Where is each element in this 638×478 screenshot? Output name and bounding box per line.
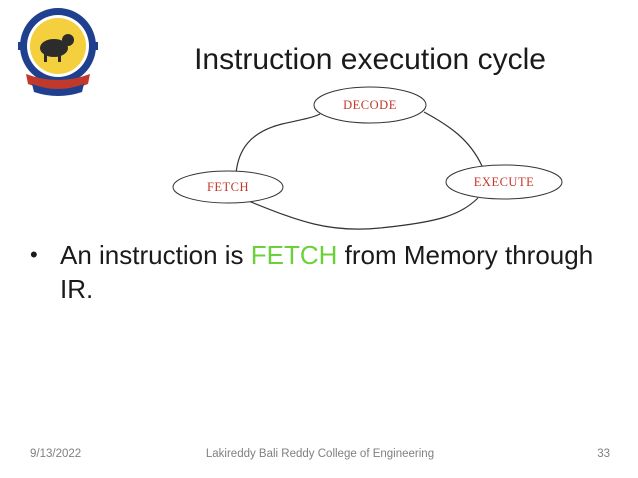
bullet-highlight: FETCH [250,240,338,270]
college-seal-icon [18,8,98,96]
bullet-prefix: An instruction is [60,240,251,270]
node-fetch [172,170,284,204]
footer-college-name: Lakireddy Bali Reddy College of Engineer… [205,448,435,460]
footer-date: 9/13/2022 [30,448,82,460]
bullet-suffix: from Memory through IR. [60,240,594,304]
bullet-text: An instruction is FETCH from Memory thro… [30,238,610,306]
node-execute [445,164,563,200]
edge-fetch-decode [235,113,321,175]
edge-execute-fetch [245,197,479,230]
edge-decode-execute [423,111,483,167]
footer-page-number: 33 [597,448,610,460]
node-fetch-label: FETCH [207,180,249,194]
node-decode [313,86,427,124]
node-decode-label: DECODE [343,98,397,112]
bullet-point: • An instruction is FETCH from Memory th… [30,238,610,306]
node-execute-label: EXECUTE [474,175,534,189]
bullet-dot-icon: • [30,242,38,267]
slide-title: Instruction execution cycle [194,43,546,76]
